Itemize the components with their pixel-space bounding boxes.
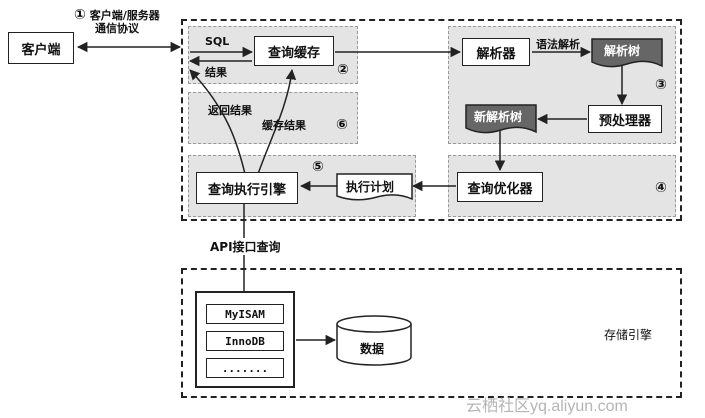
execution-engine-box: 查询执行引擎 [196, 172, 298, 204]
engine-list-frame [195, 291, 295, 388]
marker-2: ② [337, 62, 349, 78]
data-label: 数据 [360, 342, 385, 356]
new-parse-tree-label: 新解析树 [474, 110, 523, 124]
return-result-label: 返回结果 [208, 104, 252, 117]
optimizer-box: 查询优化器 [457, 172, 543, 202]
parser-box: 解析器 [462, 38, 530, 66]
cache-result-curve [257, 68, 297, 175]
engine-innodb: InnoDB [206, 331, 284, 351]
sql-label: SQL [205, 35, 230, 48]
preprocessor-label: 预处理器 [598, 113, 651, 129]
cache-result-label: 缓存结果 [262, 119, 306, 132]
marker-4: ④ [655, 180, 667, 196]
parser-label: 解析器 [476, 46, 516, 62]
marker-6: ⑥ [336, 117, 348, 133]
execution-plan-label: 执行计划 [346, 180, 395, 194]
client-box: 客户端 [8, 32, 74, 64]
storage-container [181, 268, 682, 398]
watermark: 云栖社区yq.aliyun.com [466, 398, 628, 415]
protocol-label: ① 客户端/服务器 通信协议 [74, 7, 160, 35]
storage-engine-label: 存储引擎 [604, 328, 653, 342]
api-label: API接口查询 [208, 238, 283, 255]
query-cache-box: 查询缓存 [254, 36, 334, 66]
new-parse-tree-shape [465, 104, 537, 134]
execution-plan-shape [336, 173, 413, 201]
parse-tree-label: 解析树 [604, 44, 641, 58]
optimizer-label: 查询优化器 [467, 181, 533, 197]
engine-myisam-label: MyISAM [225, 307, 265, 321]
parse-tree-shape [591, 38, 663, 68]
preprocessor-box: 预处理器 [588, 105, 662, 133]
result-label: 结果 [205, 66, 227, 79]
execution-engine-label: 查询执行引擎 [207, 182, 286, 198]
data-cylinder [336, 315, 412, 366]
engine-more: ....... [206, 358, 284, 378]
server-container [181, 19, 682, 221]
marker-5: ⑤ [312, 159, 324, 175]
protocol-marker: ① [74, 7, 86, 23]
marker-3: ③ [655, 77, 667, 93]
query-cache-label: 查询缓存 [267, 45, 320, 61]
engine-myisam: MyISAM [206, 304, 284, 324]
protocol-line1: 客户端/服务器 [89, 9, 160, 22]
protocol-line2: 通信协议 [95, 22, 139, 35]
return-result-curve [189, 69, 246, 175]
client-label: 客户端 [21, 42, 61, 58]
engine-innodb-label: InnoDB [225, 334, 265, 348]
syntax-parse-label: 语法解析 [536, 38, 580, 51]
engine-more-label: ....... [221, 361, 269, 375]
